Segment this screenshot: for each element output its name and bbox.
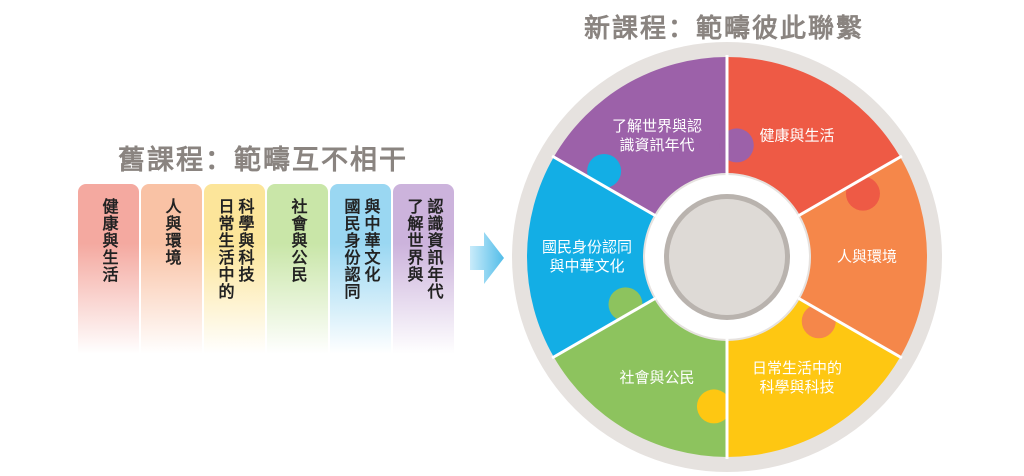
segment-label: 了解世界與認	[612, 117, 702, 135]
old-column-label: 健康與生活	[99, 198, 119, 283]
wheel-segment	[799, 157, 927, 357]
center-hub	[669, 199, 785, 315]
segment-divider	[797, 154, 903, 218]
old-column-label: 認識資訊年代	[424, 198, 444, 300]
old-column: 認識資訊年代了解世界與	[393, 184, 454, 354]
old-curriculum-title: 舊課程：範疇互不相干	[118, 145, 408, 176]
wheel-segment	[727, 57, 901, 215]
old-column-label: 了解世界與	[404, 198, 424, 283]
segment-label: 國民身份認同	[542, 238, 632, 256]
segment-label: 人與環境	[837, 248, 897, 266]
old-curriculum-columns: 健康與生活人與環境科學與科技日常生活中的社會與公民與中華文化國民身份認同認識資訊…	[78, 184, 454, 354]
segment-divider	[551, 154, 657, 218]
puzzle-knob	[801, 304, 836, 339]
right-arrow-icon	[470, 232, 504, 284]
old-column-label: 人與環境	[162, 198, 182, 266]
old-column-label: 科學與科技	[235, 198, 255, 283]
old-column-label: 日常生活中的	[215, 198, 235, 300]
old-column: 與中華文化國民身份認同	[330, 184, 391, 354]
old-column-label: 國民身份認同	[341, 198, 361, 300]
segment-label: 健康與生活	[759, 126, 834, 144]
segment-label: 識資訊年代	[619, 136, 694, 154]
puzzle-knob	[587, 153, 622, 188]
old-column: 人與環境	[141, 184, 202, 354]
old-column-label: 與中華文化	[361, 198, 381, 283]
segment-label: 科學與科技	[759, 378, 834, 396]
segment-divider	[551, 296, 657, 360]
puzzle-knob	[845, 176, 880, 211]
segment-label: 社會與公民	[619, 369, 694, 387]
old-column: 社會與公民	[267, 184, 328, 354]
segment-divider	[797, 296, 903, 360]
old-column: 健康與生活	[78, 184, 139, 354]
segment-label: 日常生活中的	[752, 359, 842, 377]
puzzle-knob	[719, 128, 754, 163]
old-column-label: 社會與公民	[288, 198, 308, 283]
new-curriculum-title: 新課程：範疇彼此聯繫	[584, 14, 865, 44]
old-column: 科學與科技日常生活中的	[204, 184, 265, 354]
wheel-segment	[553, 299, 727, 457]
wheel-segment	[727, 299, 901, 457]
puzzle-knob	[608, 287, 643, 322]
puzzle-knob	[696, 389, 731, 424]
segment-label: 與中華文化	[549, 257, 624, 275]
